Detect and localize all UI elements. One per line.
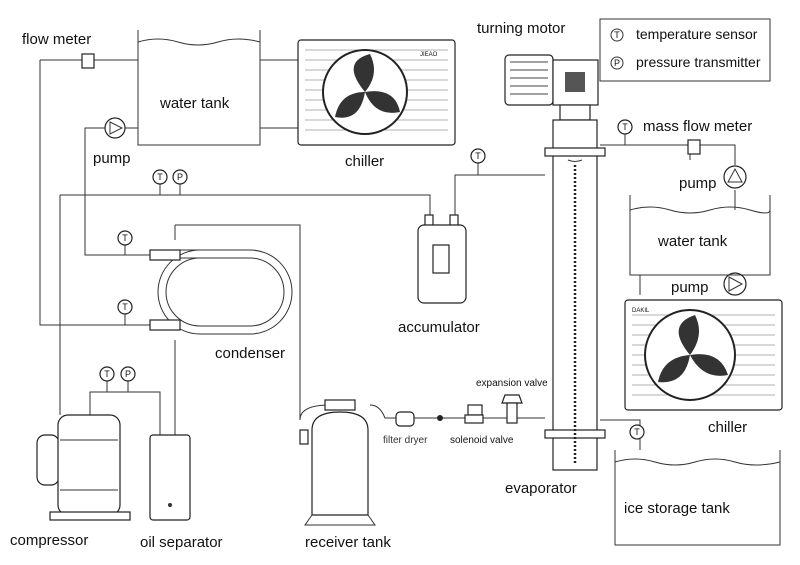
p-symbol: P bbox=[614, 58, 620, 68]
compressor bbox=[36, 414, 131, 521]
temperature-sensor: T bbox=[152, 169, 168, 195]
receiver-tank bbox=[299, 399, 376, 526]
compressor-label: compressor bbox=[10, 532, 88, 549]
pump-right-bottom bbox=[723, 272, 747, 296]
accumulator-label: accumulator bbox=[398, 319, 480, 336]
ice-storage-tank bbox=[614, 450, 781, 546]
receiver-tank-label: receiver tank bbox=[305, 534, 391, 551]
flow-meter-label: flow meter bbox=[22, 31, 91, 48]
pump-right-top bbox=[723, 165, 747, 189]
svg-text:P: P bbox=[125, 369, 131, 379]
sensors: T P T T T P T T T bbox=[99, 119, 645, 440]
svg-text:T: T bbox=[475, 151, 481, 161]
chiller-right: DAKIL bbox=[624, 299, 783, 411]
temperature-sensor: T bbox=[99, 366, 115, 392]
oil-separator bbox=[149, 434, 191, 521]
legend: T temperature sensor P pressure transmit… bbox=[599, 18, 771, 82]
expansion-valve bbox=[501, 394, 523, 424]
legend-pressure-transmitter: pressure transmitter bbox=[636, 54, 761, 70]
piping bbox=[39, 59, 736, 450]
temperature-sensor: T bbox=[629, 424, 645, 440]
accumulator bbox=[417, 214, 467, 304]
svg-text:T: T bbox=[157, 172, 163, 182]
water-tank-right bbox=[629, 195, 771, 276]
chiller-right-logo: DAKIL bbox=[632, 308, 650, 314]
filter-dryer bbox=[395, 411, 415, 427]
water-tank-left bbox=[137, 30, 261, 146]
svg-text:T: T bbox=[634, 427, 640, 437]
chiller-right-label: chiller bbox=[708, 419, 747, 436]
oil-separator-label: oil separator bbox=[140, 534, 223, 551]
turning-motor bbox=[504, 54, 599, 121]
pump-left bbox=[104, 117, 126, 139]
svg-text:T: T bbox=[122, 302, 128, 312]
chiller-top-label: chiller bbox=[345, 153, 384, 170]
temperature-sensor: T bbox=[470, 148, 486, 175]
water-tank-left-label: water tank bbox=[159, 95, 230, 112]
sight-glass bbox=[437, 415, 443, 421]
condenser-label: condenser bbox=[215, 345, 285, 362]
pump-right-bottom-label: pump bbox=[671, 279, 709, 296]
pump-right-top-label: pump bbox=[679, 175, 717, 192]
svg-text:T: T bbox=[622, 122, 628, 132]
mass-flow-meter-label: mass flow meter bbox=[643, 118, 752, 135]
temperature-sensor: T bbox=[117, 230, 133, 255]
ice-storage-tank-label: ice storage tank bbox=[624, 500, 730, 517]
flow-meter bbox=[81, 53, 95, 69]
condenser bbox=[149, 249, 293, 335]
turning-motor-label: turning motor bbox=[477, 20, 565, 37]
filter-dryer-label: filter dryer bbox=[383, 435, 428, 446]
chiller-top-logo: JIEAO bbox=[420, 52, 438, 58]
evaporator bbox=[544, 119, 606, 471]
svg-text:T: T bbox=[104, 369, 110, 379]
solenoid-valve-label: solenoid valve bbox=[450, 435, 514, 446]
t-symbol: T bbox=[614, 30, 620, 40]
pressure-transmitter: P bbox=[120, 366, 136, 392]
chiller-top: JIEAO bbox=[297, 39, 456, 146]
temperature-sensor: T bbox=[117, 299, 133, 325]
water-tank-right-label: water tank bbox=[657, 233, 728, 250]
svg-text:P: P bbox=[177, 172, 183, 182]
evaporator-label: evaporator bbox=[505, 480, 577, 497]
pressure-transmitter: P bbox=[172, 169, 188, 195]
pump-left-label: pump bbox=[93, 150, 131, 167]
svg-text:T: T bbox=[122, 233, 128, 243]
expansion-valve-label: expansion valve bbox=[476, 378, 548, 389]
solenoid-valve bbox=[464, 404, 484, 424]
mass-flow-meter bbox=[687, 139, 701, 155]
legend-temperature-sensor: temperature sensor bbox=[636, 26, 758, 42]
temperature-sensor: T bbox=[617, 119, 633, 145]
